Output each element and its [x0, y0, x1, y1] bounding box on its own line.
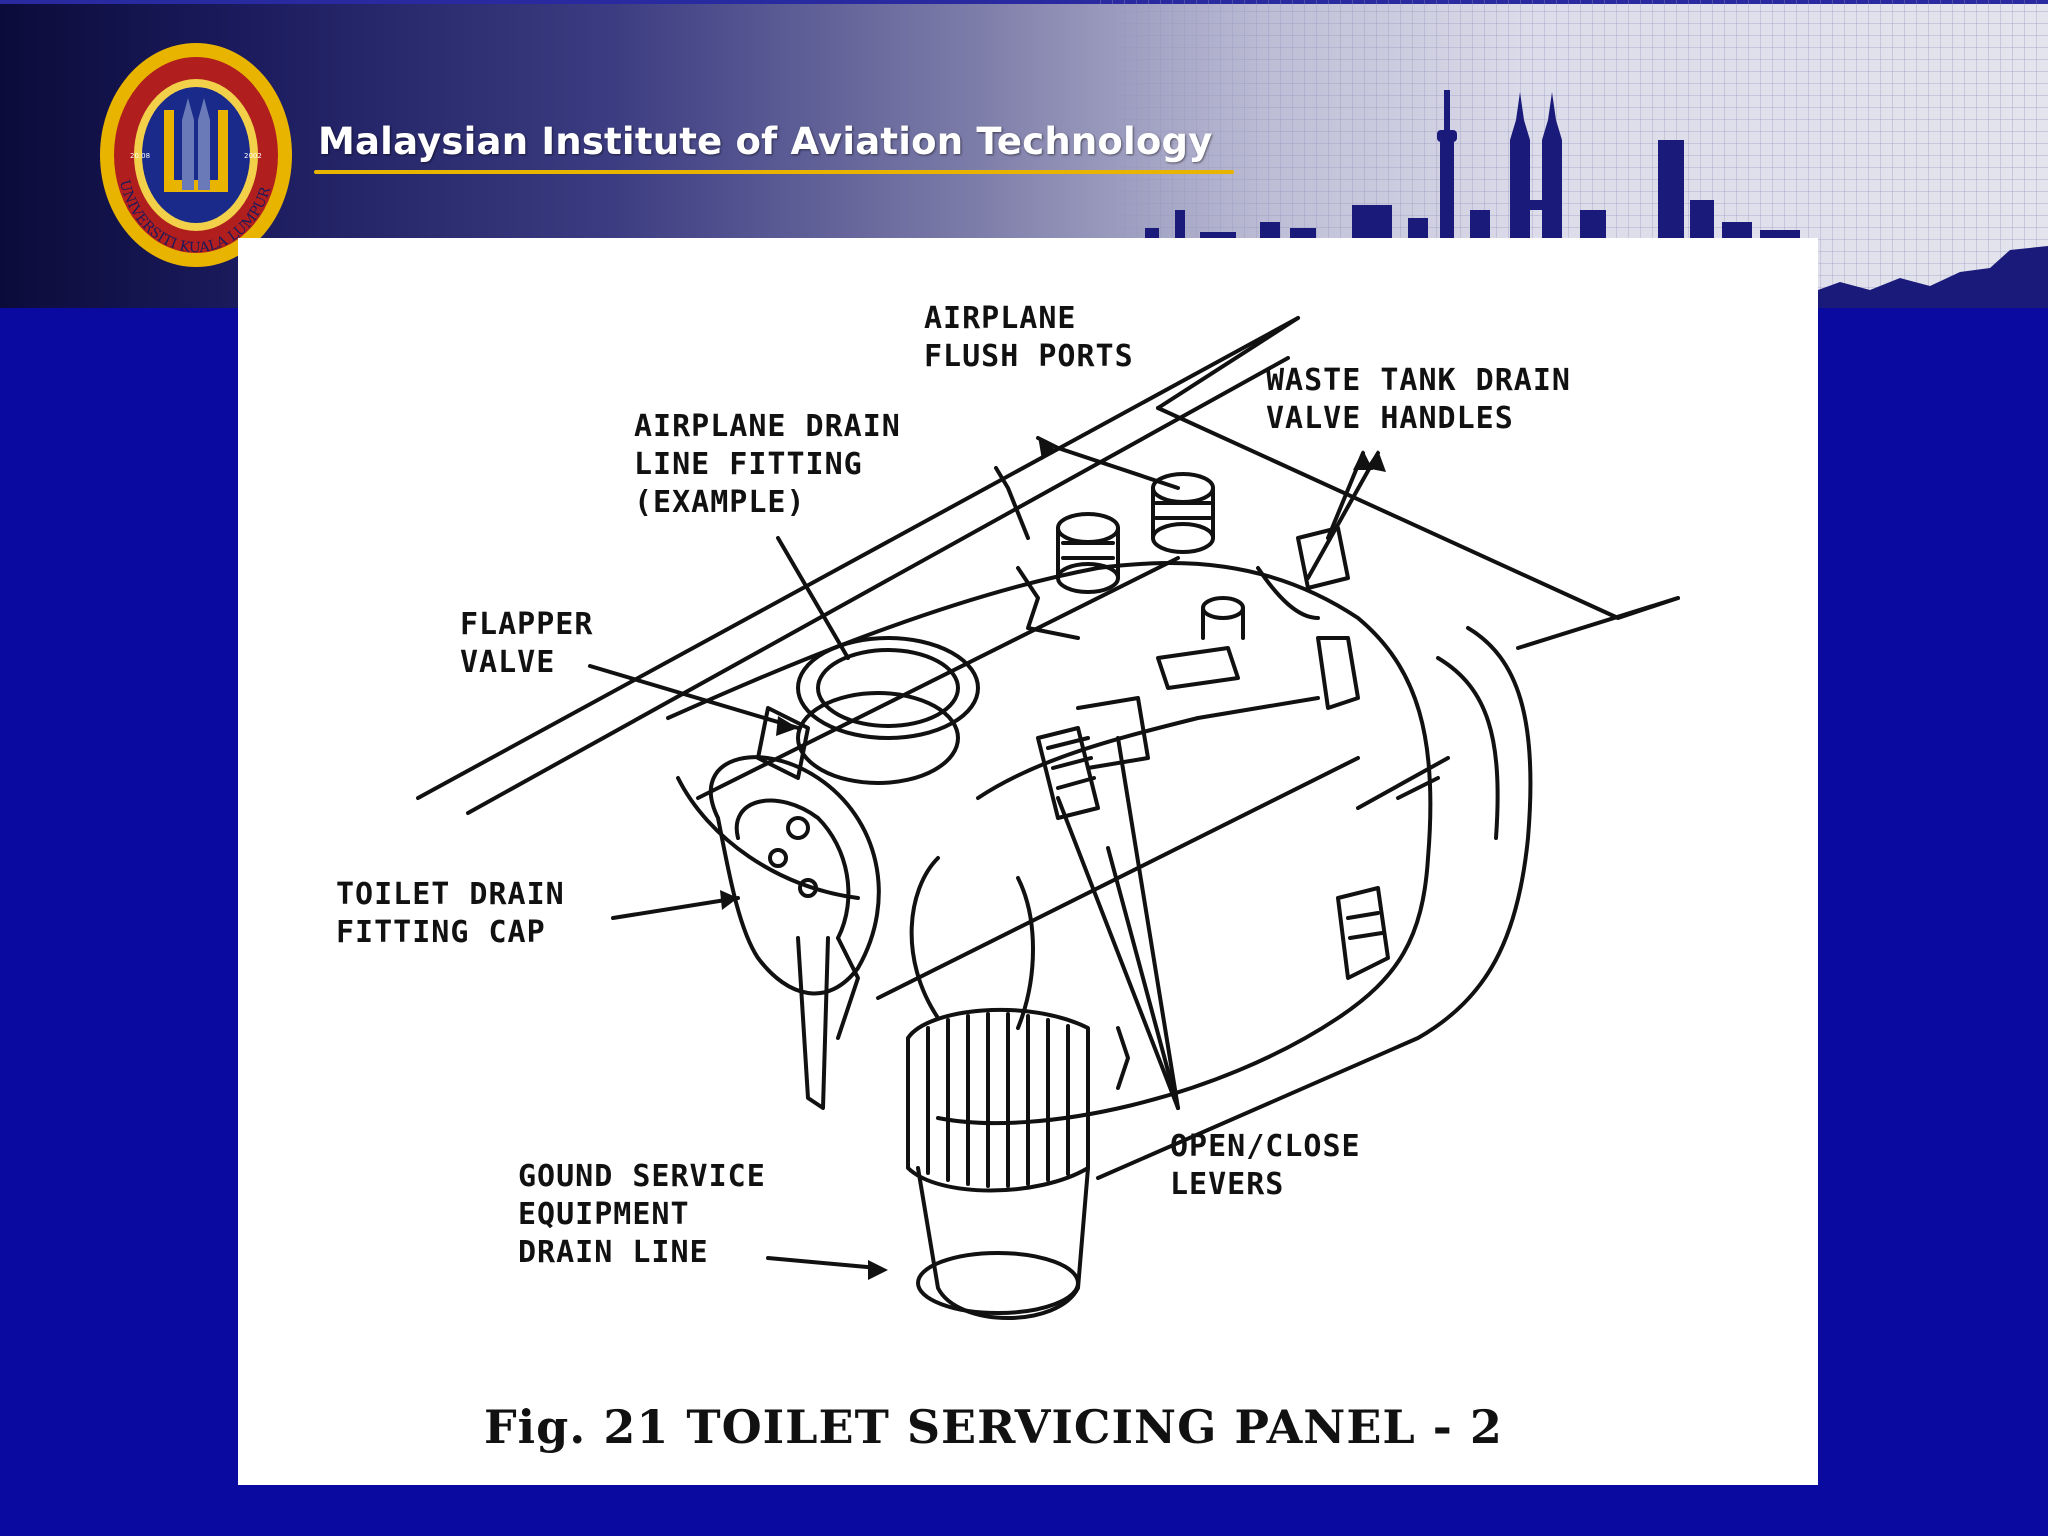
header-underline — [314, 170, 1234, 174]
institution-name: Malaysian Institute of Aviation Technolo… — [318, 120, 1213, 163]
label-flush-ports: AIRPLANE FLUSH PORTS — [924, 301, 1134, 374]
label-open-close-levers: OPEN/CLOSE LEVERS — [1170, 1129, 1361, 1202]
university-logo: 20.08 2002 UNIVERSITI KUALA LUMPUR — [100, 43, 292, 267]
label-drain-line-fitting: AIRPLANE DRAIN LINE FITTING (EXAMPLE) — [634, 409, 901, 520]
label-ground-service: GOUND SERVICE EQUIPMENT DRAIN LINE — [518, 1159, 766, 1270]
toilet-servicing-panel-diagram — [416, 316, 1680, 1320]
figure-panel: AIRPLANE FLUSH PORTS WASTE TANK DRAIN VA… — [238, 238, 1818, 1485]
label-flapper-valve: FLAPPER VALVE — [460, 607, 594, 680]
label-toilet-drain-cap: TOILET DRAIN FITTING CAP — [336, 877, 565, 950]
figure-caption: Fig. 21 TOILET SERVICING PANEL - 2 — [484, 1400, 1503, 1454]
label-waste-tank-drain: WASTE TANK DRAIN VALVE HANDLES — [1266, 363, 1571, 436]
logo-year-right: 2002 — [244, 152, 262, 160]
logo-year-left: 20.08 — [130, 152, 150, 160]
